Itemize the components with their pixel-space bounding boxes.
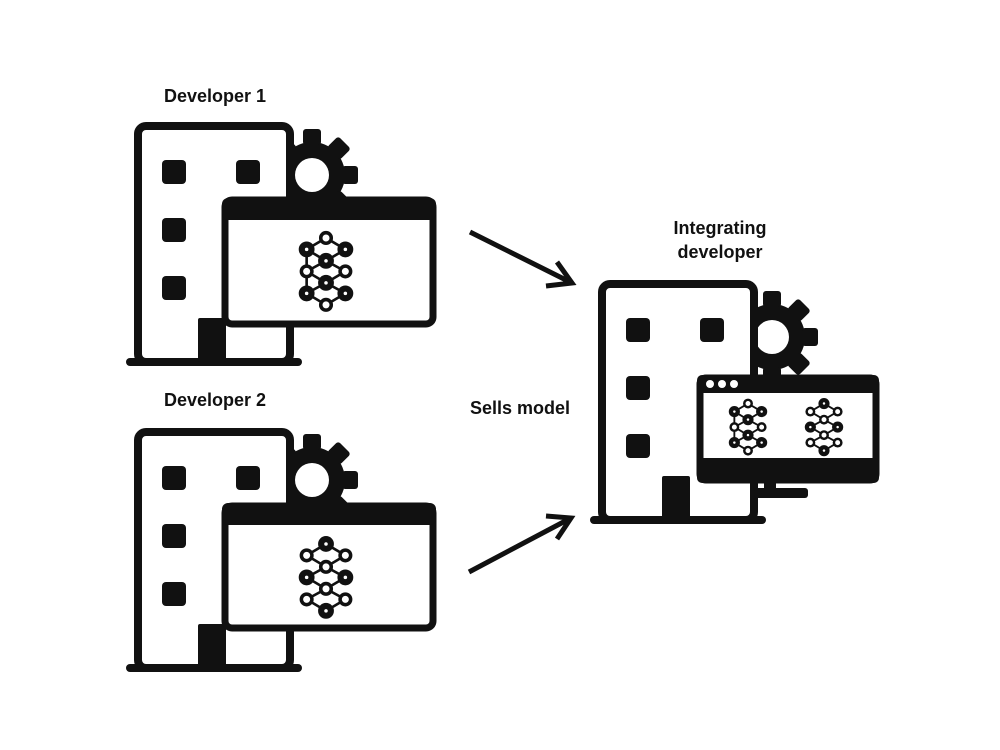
integrating-developer-label-line1: Integrating	[673, 218, 767, 238]
integrating-developer-label-line2: developer	[677, 242, 763, 262]
arrow-developer-1-to-integrating	[468, 229, 577, 289]
developer-2-node	[126, 432, 437, 672]
developer-2-label: Developer 2	[163, 390, 267, 410]
developer-1-node	[126, 126, 437, 366]
developer-1-label: Developer 1	[163, 86, 267, 106]
monitor-icon	[696, 374, 880, 498]
integrating-developer-node	[590, 284, 880, 524]
arrow-developer-2-to-integrating	[467, 513, 576, 575]
sells-model-label: Sells model	[469, 398, 571, 418]
window-dot-icon	[706, 380, 714, 388]
window-dot-icon	[730, 380, 738, 388]
window-dot-icon	[718, 380, 726, 388]
integrating-developer-label: Integrating developer	[640, 216, 800, 264]
